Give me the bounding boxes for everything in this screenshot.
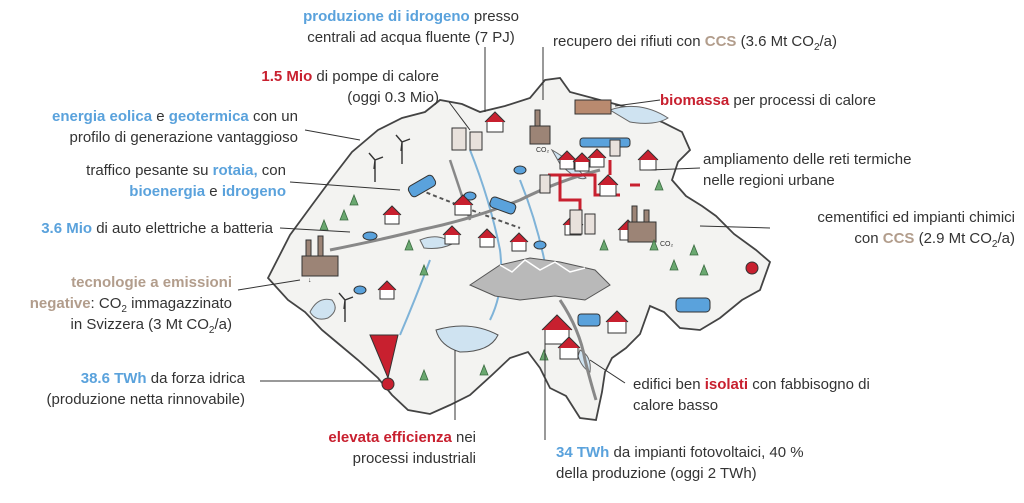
turbine-symbol: [381, 377, 395, 391]
train-icon: [407, 174, 437, 198]
waste-text: recupero dei rifiuti con: [553, 33, 705, 50]
hydro-line2: (produzione netta rinnovabile): [46, 391, 245, 408]
label-industrial-efficiency: elevata efficienza nei processi industri…: [270, 427, 476, 469]
co2-marker-west: ↓: [308, 277, 312, 284]
hydro-highlight: 38.6 TWh: [80, 370, 147, 387]
wind-mid: e: [152, 108, 169, 125]
traffic-post: con: [257, 162, 286, 179]
hydrogen2-highlight: idrogeno: [221, 183, 286, 200]
wind-line2: profilo di generazione vantaggioso: [69, 129, 299, 146]
label-heat-pumps: 1.5 Mio di pompe di calore (oggi 0.3 Mio…: [220, 66, 439, 108]
car-icon: [513, 165, 527, 175]
river: [399, 259, 431, 336]
negative-l3-sub: 2: [208, 325, 215, 336]
hydro-text: da forza idrica: [146, 370, 245, 387]
label-insulated-buildings: edifici ben isolati con fabbisogno di ca…: [633, 374, 870, 416]
co2-marker-north: CO₂: [536, 147, 550, 154]
negative-line1: tecnologie a emissioni: [71, 274, 232, 291]
train-icon: [579, 137, 631, 148]
pv-highlight: 34 TWh: [556, 444, 610, 461]
heatpumps-text: di pompe di calore: [312, 68, 439, 85]
waste-post: /a): [819, 33, 838, 50]
car-icon: [353, 285, 367, 295]
negative-pre: : CO: [90, 295, 122, 312]
label-cement-chemical-ccs: cementifici ed impianti chimici con CCS …: [770, 207, 1015, 250]
dam-reservoir: [369, 334, 399, 380]
label-electric-cars: 3.6 Mio di auto elettriche a batteria: [0, 218, 273, 239]
heat-network: [548, 160, 640, 215]
heatpumps-line2: (oggi 0.3 Mio): [347, 89, 439, 106]
cement-line1: cementifici ed impianti chimici: [817, 209, 1015, 226]
label-negative-emissions: tecnologie a emissioni negative: CO2 imm…: [0, 272, 232, 336]
bioenergy-highlight: bioenergia: [129, 183, 206, 200]
cars-highlight: 3.6 Mio: [41, 220, 93, 237]
label-hydropower: 38.6 TWh da forza idrica (produzione net…: [0, 368, 245, 410]
biomass-highlight: biomassa: [660, 92, 730, 109]
insulated-highlight: isolati: [704, 376, 749, 393]
pv-line2: della produzione (oggi 2 TWh): [556, 465, 757, 482]
pv-text: da impianti fotovoltaici, 40 %: [609, 444, 804, 461]
bus-icon: [577, 313, 601, 327]
co2-marker-east: CO₂: [660, 241, 674, 248]
geothermal-highlight: geotermica: [168, 108, 249, 125]
label-wind-geothermal: energia eolica e geotermica con un profi…: [0, 106, 298, 148]
negative-l3-pre: in Svizzera (3 Mt CO: [70, 316, 209, 333]
hydrogen-line2: centrali ad acqua fluente (7 PJ): [307, 29, 515, 46]
car-icon: [533, 240, 547, 250]
label-hydrogen-production: produzione di idrogeno presso centrali a…: [291, 6, 531, 48]
city-buildings: [451, 127, 621, 235]
insulated-pre: edifici ben: [633, 376, 705, 393]
biomass-text: per processi di calore: [729, 92, 876, 109]
wind-text: con un: [248, 108, 298, 125]
negative-sub: 2: [121, 304, 127, 315]
traffic-mid: e: [205, 183, 222, 200]
grids-line1: ampliamento delle reti termiche: [703, 151, 912, 168]
hydrogen-text: presso: [469, 8, 519, 25]
waste-sub: 2: [813, 42, 820, 53]
label-photovoltaics: 34 TWh da impianti fotovoltaici, 40 % de…: [556, 442, 804, 484]
factory-icons: [301, 99, 657, 277]
rail-highlight: rotaia,: [212, 162, 258, 179]
train-icon: [489, 196, 517, 215]
cars-text: di auto elettriche a batteria: [92, 220, 273, 237]
road: [558, 299, 598, 401]
traffic-text: traffico pesante su: [86, 162, 213, 179]
efficiency-highlight: elevata efficienza: [328, 429, 452, 446]
grids-line2: nelle regioni urbane: [703, 172, 835, 189]
insulated-line2: calore basso: [633, 397, 719, 414]
label-heavy-traffic-rail: traffico pesante su rotaia, con bioenerg…: [0, 160, 286, 202]
train-icon: [675, 297, 711, 313]
negative-post: immagazzinato: [126, 295, 232, 312]
car-icon: [362, 231, 378, 241]
label-thermal-grids: ampliamento delle reti termiche nelle re…: [703, 149, 911, 191]
leader-lines: [237, 47, 771, 440]
cement-pre: con: [854, 230, 883, 247]
heatpumps-highlight: 1.5 Mio: [261, 68, 313, 85]
efficiency-line2: processi industriali: [352, 450, 476, 467]
tree-icons: [319, 178, 709, 381]
wind-highlight: energia eolica: [51, 108, 153, 125]
waste-highlight: CCS: [704, 33, 737, 50]
negative-highlight: negative: [29, 295, 91, 312]
wind-turbine-icons: [338, 134, 411, 322]
river: [469, 149, 503, 321]
turbine-symbol: [745, 261, 759, 275]
waste-mid: (3.6 Mt CO: [736, 33, 814, 50]
insulated-post: con fabbisogno di: [748, 376, 870, 393]
label-waste-ccs: recupero dei rifiuti con CCS (3.6 Mt CO2…: [553, 31, 838, 53]
lake-constance: [608, 105, 669, 124]
reservoir: [435, 325, 499, 353]
cement-post: /a): [997, 230, 1015, 247]
cement-mid: (2.9 Mt CO: [914, 230, 992, 247]
alps-peaks: [499, 259, 586, 273]
lake-geneva: [309, 298, 336, 320]
negative-l3-post: /a): [214, 316, 232, 333]
efficiency-text: nei: [451, 429, 476, 446]
hydrogen-highlight: produzione di idrogeno: [303, 8, 470, 25]
cement-sub: 2: [991, 239, 998, 250]
label-biomass: biomassa per processi di calore: [660, 90, 876, 111]
cement-highlight: CCS: [882, 230, 915, 247]
